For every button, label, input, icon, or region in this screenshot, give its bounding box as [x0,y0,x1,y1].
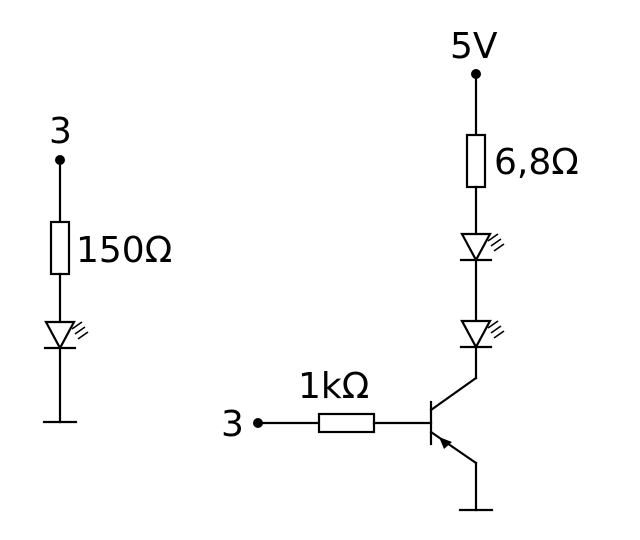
led2-icon [459,319,506,349]
led1-icon [459,232,506,262]
input-label: 3 [221,404,244,445]
left-resistor-value: 150Ω [76,230,172,271]
left-resistor-icon [49,220,71,276]
base-resistor-value: 1kΩ [298,366,369,407]
emitter-arrow [439,437,452,449]
left-led-icon [43,320,90,350]
collector-resistor-icon [465,133,487,189]
supply-label: 5V [450,26,498,67]
base-resistor-icon [317,412,376,434]
transistor-emitter [429,430,478,465]
left-source-label: 3 [49,111,72,152]
transistor-collector [429,376,478,412]
collector-resistor-value: 6,8Ω [494,142,579,183]
left-led-circuit: 3 150Ω [42,111,172,424]
npn-transistor-icon [429,376,478,465]
right-transistor-circuit: 5V 6,8Ω 3 1kΩ [221,26,579,512]
